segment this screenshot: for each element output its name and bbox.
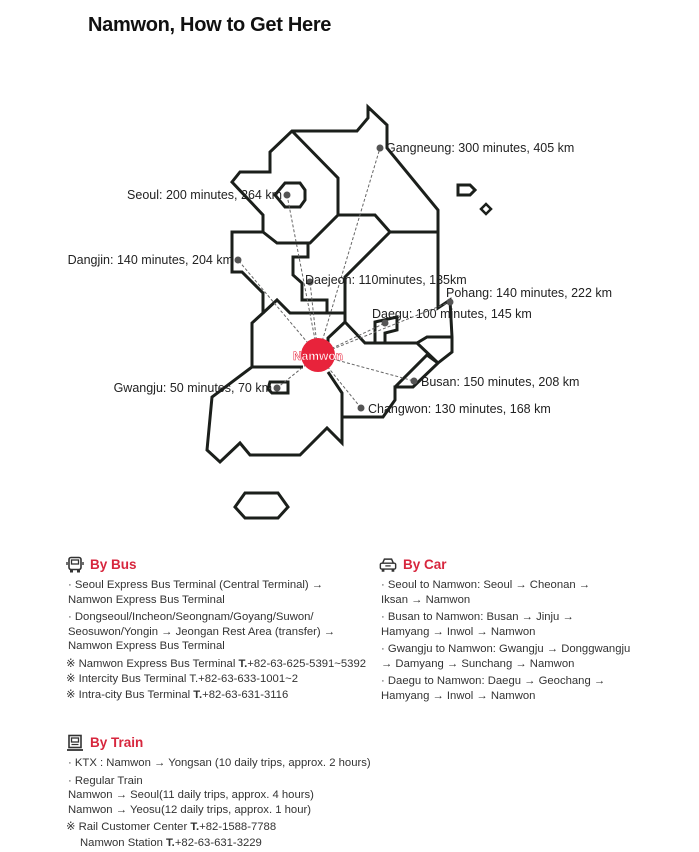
car-section: By Car · Seoul to Namwon: Seoul → Cheona… [379,556,689,706]
gangneung-dot [376,144,384,152]
region-border [262,129,340,245]
dokdo-island [479,202,493,216]
region-border [291,243,329,312]
pohang-label: Pohang: 140 minutes, 222 km [446,286,612,300]
phone-number: +82-63-625-5391~5392 [247,657,367,670]
region-border [326,371,344,417]
bus-route-2: · Dongseoul/Incheon/Seongnam/Goyang/Suwo… [66,610,386,654]
line: · Seoul to Namwon: Seoul → Cheonan → [381,579,591,591]
line: · Regular Train [68,774,143,787]
car-icon [379,558,397,572]
line: Hamyang → Inwol → Namwon [381,689,536,702]
namwon-label: Namwon [293,349,343,363]
dangjin-dot [234,256,242,264]
dangjin-label: Dangjin: 140 minutes, 204 km [68,253,233,267]
line: Namwon → Seoul(11 daily trips, approx. 4… [68,789,314,801]
busan-dot [410,377,418,385]
bus-section: By Bus · Seoul Express Bus Terminal (Cen… [66,556,386,702]
line: · Gwangju to Namwon: Gwangju → Donggwang… [381,643,631,655]
phone-number: +82-63-631-3229 [174,836,262,849]
changwon-label: Changwon: 130 minutes, 168 km [368,402,551,416]
note-text: Namwon Station [80,836,167,849]
train-heading: By Train [66,734,406,752]
train-note-2: Namwon Station T.+82-63-631-3229 [66,836,406,851]
bus-note-2: ※ Intercity Bus Terminal T.+82-63-633-10… [66,672,386,687]
train-icon [67,734,83,751]
phone-prefix: T. [166,836,175,849]
note-text: ※ Intra-city Bus Terminal [66,688,194,701]
line: → Damyang → Sunchang → Namwon [381,657,575,670]
line: Namwon Express Bus Terminal [68,640,225,652]
phone-prefix: T. [193,688,203,701]
region-border [261,297,345,315]
line: · Daegu to Namwon: Daegu → Geochang → [381,675,606,687]
line: Namwon → Yeosu(12 daily trips, approx. 1… [68,803,312,816]
region-border [343,230,392,322]
gwangju-label: Gwangju: 50 minutes, 70 km [114,381,272,395]
line: · Dongseoul/Incheon/Seongnam/Goyang/Suwo… [68,611,314,623]
phone-number: +82-1588-7788 [199,821,277,833]
daegu-dot [381,319,389,327]
ulleung-island [456,183,478,197]
region-border [393,353,439,389]
changwon-dot [357,404,365,412]
bus-route-1: · Seoul Express Bus Terminal (Central Te… [66,578,386,607]
region-border [338,213,438,234]
train-section: By Train · KTX : Namwon → Yongsan (10 da… [66,734,406,850]
phone-prefix: T. [238,657,248,670]
line: Iksan → Namwon [381,593,471,606]
daejeon-label: Daejeon: 110minutes, 135km [305,273,467,287]
train-note-1: ※ Rail Customer Center T.+82-1588-7788 [66,820,406,835]
jeju-island [233,491,290,520]
bus-note-1: ※ Namwon Express Bus Terminal T.+82-63-6… [66,657,386,672]
note-text: ※ Rail Customer Center [66,821,191,833]
car-route-4: · Daegu to Namwon: Daegu → Geochang → Ham… [379,674,689,703]
gwangju-dot [273,384,281,392]
car-route-1: · Seoul to Namwon: Seoul → Cheonan → Iksa… [379,578,689,607]
seoul-label: Seoul: 200 minutes, 264 km [127,188,282,202]
bus-heading-text: By Bus [90,556,137,572]
phone-prefix: T. [189,673,199,685]
pohang-dot [446,298,454,306]
korea-outline [205,103,454,465]
bus-heading: By Bus [66,556,386,574]
daejeon-dot [306,278,314,286]
line: Hamyang → Inwol → Namwon [381,625,536,638]
car-route-2: · Busan to Namwon: Busan → Jinju → Hamyan… [379,610,689,639]
region-border [326,320,347,345]
region-border [416,335,452,345]
korea-map: Namwon Gangneung: 300 minutes, 405 km Se… [68,103,612,520]
seoul-dot [283,191,291,199]
line: · KTX : Namwon → Yongsan (10 daily trips… [68,757,371,769]
note-text: ※ Namwon Express Bus Terminal [66,657,239,670]
line: Namwon Express Bus Terminal [68,593,225,606]
daegu-label: Daegu: 100 minutes, 145 km [372,307,532,321]
seoul-region [273,181,307,209]
line: · Seoul Express Bus Terminal (Central Te… [68,579,324,591]
line: · Busan to Namwon: Busan → Jinju → [381,611,574,623]
car-route-3: · Gwangju to Namwon: Gwangju → Donggwang… [379,642,689,671]
car-heading: By Car [379,556,689,574]
gangneung-label: Gangneung: 300 minutes, 405 km [386,141,574,155]
car-heading-text: By Car [403,556,447,572]
region-border [343,320,440,365]
busan-label: Busan: 150 minutes, 208 km [421,375,579,389]
line: Seosuwon/Yongin → Jeongan Rest Area (tra… [68,625,336,638]
phone-number: +82-63-631-3116 [202,688,289,701]
bus-note-3: ※ Intra-city Bus Terminal T.+82-63-631-3… [66,688,386,703]
phone-prefix: T. [190,821,200,833]
phone-number: +82-63-633-1001~2 [198,673,298,685]
namwon-marker [301,338,335,372]
note-text: ※ Intercity Bus Terminal [66,673,190,685]
bus-icon [66,556,84,573]
page-title: Namwon, How to Get Here [88,14,332,36]
train-heading-text: By Train [90,734,144,750]
train-route-ktx: · KTX : Namwon → Yongsan (10 daily trips… [66,756,406,771]
